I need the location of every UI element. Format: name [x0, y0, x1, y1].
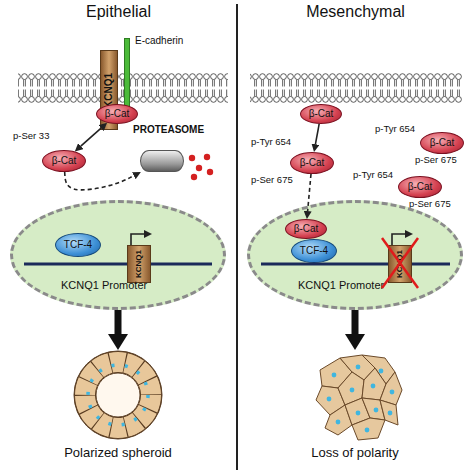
- protein-label: β-Cat: [286, 220, 326, 238]
- protein-label: β-Cat: [43, 151, 85, 171]
- protein-label: E-cadherin: [135, 35, 183, 47]
- transcription-arrow: [131, 234, 144, 245]
- lipid-bilayer: [250, 73, 462, 103]
- phospho-site: p-Tyr 654: [375, 124, 415, 135]
- proteasome-label: PROTEASOME: [133, 124, 204, 136]
- nucleus-dot: [356, 365, 361, 370]
- protein-label: TCF-4: [56, 234, 100, 256]
- lumen: [96, 373, 140, 417]
- proteasome: PROTEASOME: [140, 150, 184, 172]
- outcome-arrow: [352, 310, 359, 334]
- transcription-arrow: [392, 234, 405, 245]
- protein-ellipse: β-Cat: [300, 104, 342, 124]
- dna-strand: [261, 263, 388, 266]
- nucleus-dot: [390, 390, 395, 395]
- outcome-label: Polarized spheroid: [43, 446, 193, 461]
- phospho-site: p-Ser 675: [409, 199, 451, 210]
- fragment-dot: [196, 165, 202, 171]
- nucleus: β-CatTCF-4 KCNQ1KCNQ1 Promoter: [247, 200, 463, 310]
- protein-label: β-Cat: [399, 177, 441, 197]
- nucleus-dot: [336, 420, 341, 425]
- promoter-label: KCNQ1 Promoter: [298, 279, 384, 292]
- nucleus-dot: [356, 411, 361, 416]
- fragment-dot: [207, 169, 213, 175]
- panel-title: Epithelial: [0, 3, 237, 21]
- spheroid-drawing: [74, 351, 162, 439]
- cell-ring: [85, 362, 151, 428]
- phospho-site: p-Tyr 654: [251, 137, 291, 148]
- protein-ellipse: p-Ser 33β-Cat: [42, 150, 86, 172]
- nucleus-dot: [365, 428, 370, 433]
- fragment-dot: [191, 174, 197, 180]
- nucleus-dot: [374, 408, 379, 413]
- phospho-site: p-Ser 675: [251, 175, 293, 186]
- protein-label: β-Cat: [421, 133, 463, 153]
- repression-cross: [382, 238, 418, 288]
- phospho-site: p-Tyr 654: [353, 170, 393, 181]
- interaction-arrow: [315, 124, 319, 144]
- nucleus-dot: [332, 373, 337, 378]
- dna-strand: [24, 263, 450, 266]
- adhesion-protein: E-cadherin: [124, 38, 130, 108]
- cell-nuclei: [327, 365, 395, 433]
- dna-strand: [412, 263, 450, 266]
- degraded-fragments: [189, 154, 213, 180]
- protein-ellipse: p-Tyr 654β-Catp-Ser 675: [290, 152, 334, 174]
- dna-strand: [151, 263, 212, 266]
- protein-ellipse: β-Cat: [96, 104, 138, 124]
- cell: [352, 418, 385, 440]
- transcription-factor: TCF-4: [291, 239, 337, 263]
- protein-ellipse: p-Tyr 654β-Catp-Ser 675: [420, 132, 464, 154]
- spheroid-outline: [74, 351, 162, 439]
- protein-label: β-Cat: [301, 105, 341, 123]
- translocation-arrow: [65, 172, 134, 190]
- panel: β-Catp-Tyr 654β-Catp-Ser 675p-Tyr 654β-C…: [237, 0, 474, 474]
- protein-ellipse: p-Tyr 654β-Catp-Ser 675: [398, 176, 442, 198]
- translocation-arrow: [308, 174, 311, 211]
- phospho-site: p-Ser 675: [415, 155, 457, 166]
- cell-ring: [85, 362, 151, 428]
- nucleus-dot: [379, 369, 384, 374]
- nucleus-dot: [388, 411, 393, 416]
- connector-layer: [65, 124, 355, 334]
- panel: KCNQ1E-cadherinβ-Catp-Ser 33β-CatPROTEAS…: [0, 0, 237, 474]
- panel-divider: [236, 4, 238, 470]
- nucleus-dot: [350, 388, 355, 393]
- protein-label: TCF-4: [292, 240, 336, 262]
- gene-label: KCNQ1: [389, 246, 411, 282]
- cell: [380, 372, 402, 405]
- cell-nuclei: [88, 365, 148, 425]
- nucleus-dot: [327, 397, 332, 402]
- phospho-site: p-Ser 33: [13, 131, 49, 142]
- cell-cluster: Loss of polarity: [310, 350, 400, 440]
- cell-cluster: [316, 355, 402, 440]
- dna-strand: [24, 263, 127, 266]
- protein-label: β-Cat: [97, 105, 137, 123]
- spheroid: Polarized spheroid: [73, 350, 163, 440]
- nucleus-dot: [371, 384, 376, 389]
- nucleus: TCF-4KCNQ1KCNQ1 Promoter: [10, 200, 226, 310]
- fragment-dot: [189, 155, 195, 161]
- protein-ellipse: β-Cat: [285, 219, 327, 239]
- protein-label: β-Cat: [291, 153, 333, 173]
- panel-title: Mesenchymal: [237, 3, 474, 21]
- gene-label: KCNQ1: [128, 246, 150, 282]
- promoter-label: KCNQ1 Promoter: [61, 279, 147, 292]
- gene-box: KCNQ1: [127, 245, 151, 283]
- cross-line: [382, 238, 418, 288]
- transcription-factor: TCF-4: [55, 233, 101, 257]
- gene-box: KCNQ1: [388, 245, 412, 283]
- fragment-dot: [204, 154, 210, 160]
- outcome-arrow: [115, 310, 122, 334]
- outcome-label: Loss of polarity: [280, 446, 430, 461]
- interaction-arrow: [81, 128, 101, 146]
- cross-line: [382, 238, 418, 288]
- lipid-bilayer: [18, 73, 228, 103]
